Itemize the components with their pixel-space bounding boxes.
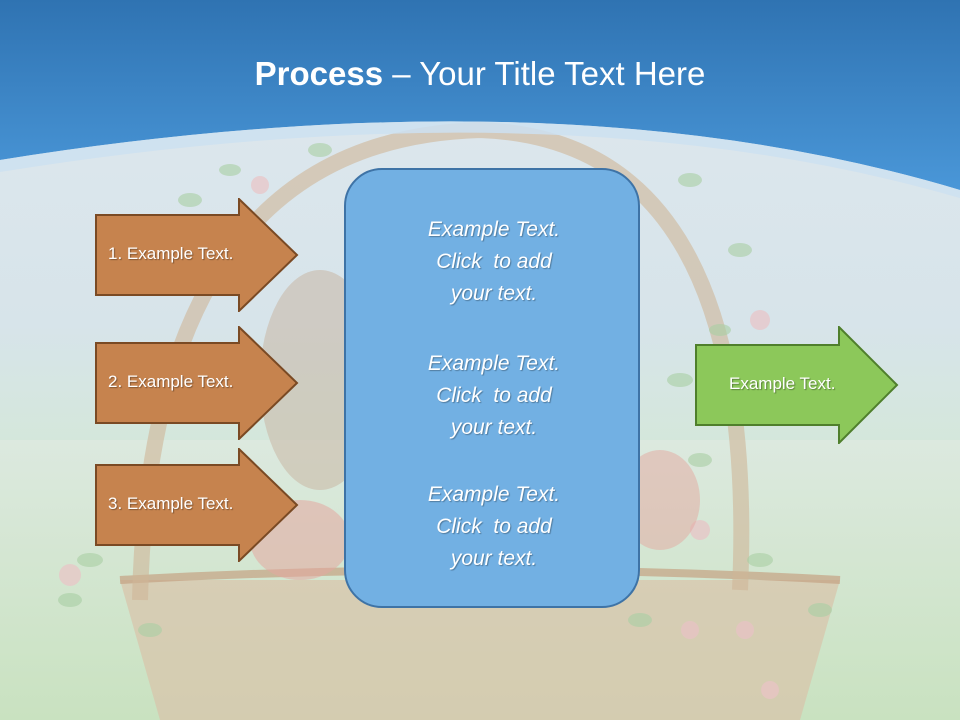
result-arrow[interactable]: Example Text. [695, 326, 899, 444]
process-step-arrow-3[interactable]: 3. Example Text. [95, 448, 299, 562]
center-line: Example Text. [427, 218, 561, 241]
center-text-block-3: Example Text. Click to add your text. [346, 479, 642, 575]
title-bold: Process [254, 55, 384, 92]
arrow-shape [95, 448, 299, 562]
arrow-shape [95, 198, 299, 312]
title-rest: – Your Title Text Here [383, 55, 706, 92]
center-line: your text. [450, 282, 538, 305]
center-line: Click to add [436, 384, 552, 407]
process-step-arrow-2[interactable]: 2. Example Text. [95, 326, 299, 440]
arrow-label: 3. Example Text. [108, 494, 234, 513]
arrow-shape [695, 326, 899, 444]
center-line: your text. [450, 547, 538, 570]
center-text-block-1: Example Text. Click to add your text. [346, 214, 642, 310]
center-line: Click to add [436, 250, 552, 273]
process-step-arrow-1[interactable]: 1. Example Text. [95, 198, 299, 312]
arrow-label: 1. Example Text. [108, 244, 234, 263]
center-line: Example Text. [427, 483, 561, 506]
slide-title: Process – Your Title Text Here [0, 52, 960, 96]
arrow-shape [95, 326, 299, 440]
center-line: Click to add [436, 515, 552, 538]
arrow-label: 2. Example Text. [108, 372, 234, 391]
center-line: Example Text. [427, 352, 561, 375]
center-text-block-2: Example Text. Click to add your text. [346, 348, 642, 444]
center-text-box[interactable]: Example Text. Click to add your text. Ex… [344, 168, 640, 608]
center-line: your text. [450, 416, 538, 439]
arrow-label: Example Text. [729, 374, 836, 393]
